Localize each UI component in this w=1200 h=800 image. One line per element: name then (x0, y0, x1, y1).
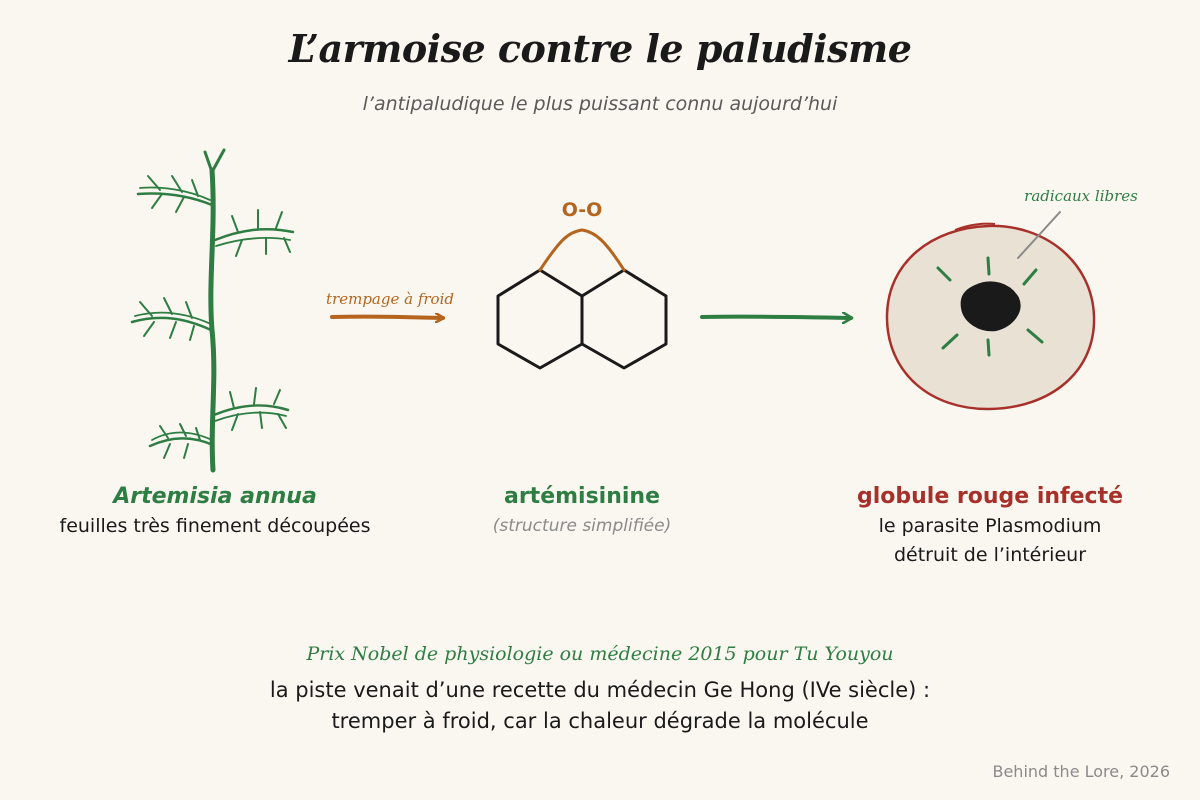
cell-name: globule rouge infecté (856, 484, 1124, 509)
free-radicals-icon (936, 256, 1044, 357)
page-title: L’armoise contre le paludisme (288, 26, 912, 71)
effect-arrow (700, 317, 851, 318)
footer-line1: la piste venait d’une recette du médecin… (269, 678, 931, 702)
plasmodium-parasite-icon (960, 281, 1021, 332)
artemisinin-molecule-icon (496, 268, 668, 370)
nobel-note: Prix Nobel de physiologie ou médecine 20… (306, 643, 894, 665)
artemisia-plant-icon (130, 148, 295, 473)
cell-line1: le parasite Plasmodium (878, 515, 1102, 537)
peroxide-bridge (538, 228, 626, 272)
cell-caption: globule rouge infecté le parasite Plasmo… (830, 482, 1150, 570)
plant-description: feuilles très finement découpées (59, 515, 371, 537)
plant-caption: Artemisia annua feuilles très finement d… (15, 482, 415, 541)
process-arrow (330, 317, 443, 318)
annotation-leader-line (1017, 211, 1061, 259)
molecule-name: artémisinine (503, 484, 661, 509)
molecule-note: (structure simplifiée) (492, 516, 672, 536)
plant-name: Artemisia annua (113, 484, 317, 509)
footer-line2: tremper à froid, car la chaleur dégrade … (331, 709, 869, 733)
credit: Behind the Lore, 2026 (992, 762, 1170, 781)
cell-line2: détruit de l’intérieur (893, 544, 1087, 566)
page-subtitle: l’antipaludique le plus puissant connu a… (362, 93, 838, 115)
bond-label: O-O (562, 199, 603, 221)
radicals-annotation: radicaux libres (1024, 187, 1138, 205)
process-label: trempage à froid (326, 290, 454, 308)
molecule-caption: artémisinine (structure simplifiée) (432, 482, 732, 540)
